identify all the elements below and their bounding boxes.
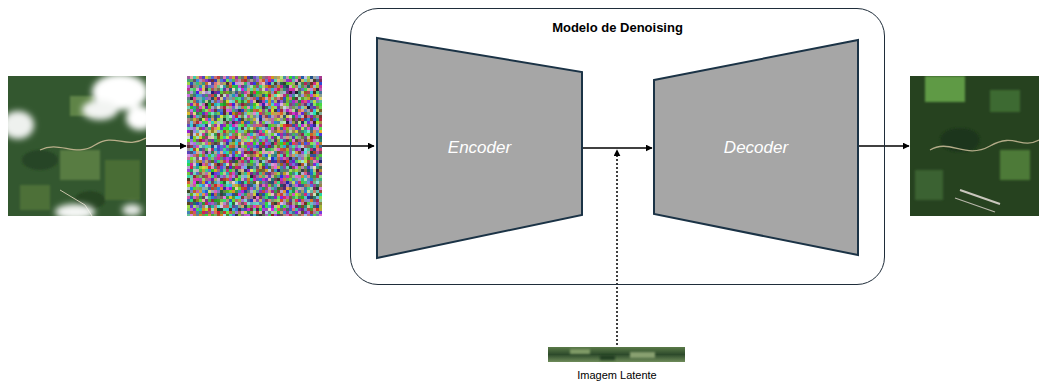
encoder-block: Encoder — [376, 37, 583, 259]
image-caption: Imagem Latente — [577, 369, 657, 381]
arrow — [858, 145, 909, 147]
arrow — [322, 145, 374, 147]
decoder-block: Decoder — [653, 39, 859, 256]
latent-image — [548, 347, 685, 362]
noise-image — [187, 76, 322, 216]
block-label: Decoder — [724, 138, 788, 158]
model-container: Modelo de DenoisingEncoder Decoder — [350, 8, 885, 285]
arrow — [146, 145, 186, 147]
title-wrap: Modelo de Denoising — [351, 18, 884, 36]
cloudy-satellite-image — [8, 76, 146, 216]
container-title: Modelo de Denoising — [552, 20, 683, 35]
trapezoid-outline — [377, 38, 582, 258]
denoised-satellite-image — [910, 76, 1039, 216]
trapezoid-outline — [654, 40, 858, 255]
connector-arrow — [583, 147, 652, 149]
block-label: Encoder — [448, 138, 511, 158]
dotted-arrow — [616, 150, 618, 345]
